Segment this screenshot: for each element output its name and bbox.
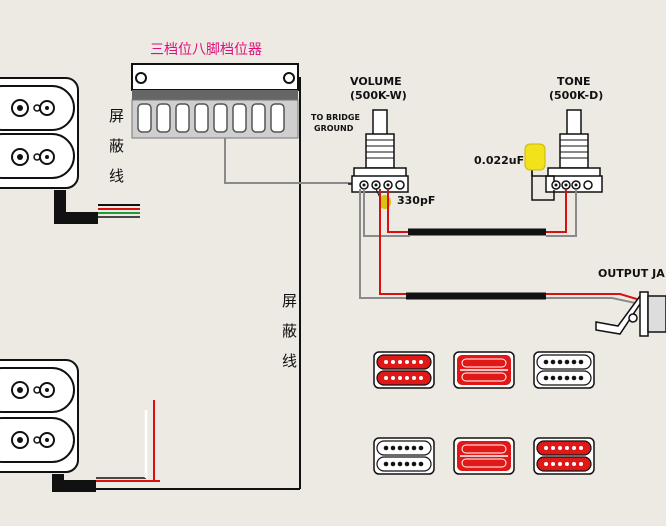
- volume-value-label: (500K-W): [350, 89, 407, 102]
- switch-lugs: [137, 103, 285, 133]
- svg-text:线: 线: [282, 352, 297, 370]
- pot-interconnect-wires: [348, 183, 641, 305]
- bridge-ground-label-2: GROUND: [314, 124, 354, 133]
- output-jack: [595, 291, 666, 337]
- pickup-variant-red-red: [373, 351, 435, 389]
- output-jack-label: OUTPUT JA: [598, 267, 665, 280]
- bridge-pickup-cable: [52, 400, 300, 492]
- pickup-variant-red-solid: [453, 351, 515, 389]
- volume-capacitor-label: 330pF: [397, 194, 435, 207]
- svg-text:线: 线: [109, 167, 124, 185]
- tone-label: TONE: [557, 75, 591, 88]
- selector-switch: [131, 63, 299, 139]
- neck-pickup-cable: [54, 190, 140, 224]
- tone-potentiometer: [545, 109, 603, 193]
- pickup-variant-white-white: [533, 351, 595, 389]
- pickup-variant-red-solid: [453, 437, 515, 475]
- shield-label-left: 屏 蔽 线: [109, 107, 124, 185]
- svg-text:蔽: 蔽: [109, 137, 124, 155]
- bridge-humbucker-pickup: [0, 359, 79, 473]
- pickup-variant-red-red: [533, 437, 595, 475]
- volume-label: VOLUME: [350, 75, 402, 88]
- tone-value-label: (500K-D): [549, 89, 603, 102]
- volume-potentiometer: [351, 109, 409, 193]
- tone-capacitor: [524, 143, 555, 201]
- shield-label-right: 屏 蔽 线: [282, 292, 297, 370]
- switch-title: 三档位八脚档位器: [150, 42, 262, 58]
- pickup-variant-grid: [373, 351, 595, 475]
- shield-ground-wire: [290, 77, 301, 489]
- svg-text:屏: 屏: [109, 107, 124, 125]
- tone-capacitor-label: 0.022uF: [474, 154, 524, 167]
- pickup-variant-white-white: [373, 437, 435, 475]
- neck-humbucker-pickup: [0, 77, 79, 189]
- switch-output-wire: [224, 138, 358, 184]
- bridge-ground-label-1: TO BRIDGE: [311, 113, 360, 122]
- svg-text:屏: 屏: [282, 292, 297, 310]
- svg-text:蔽: 蔽: [282, 322, 297, 340]
